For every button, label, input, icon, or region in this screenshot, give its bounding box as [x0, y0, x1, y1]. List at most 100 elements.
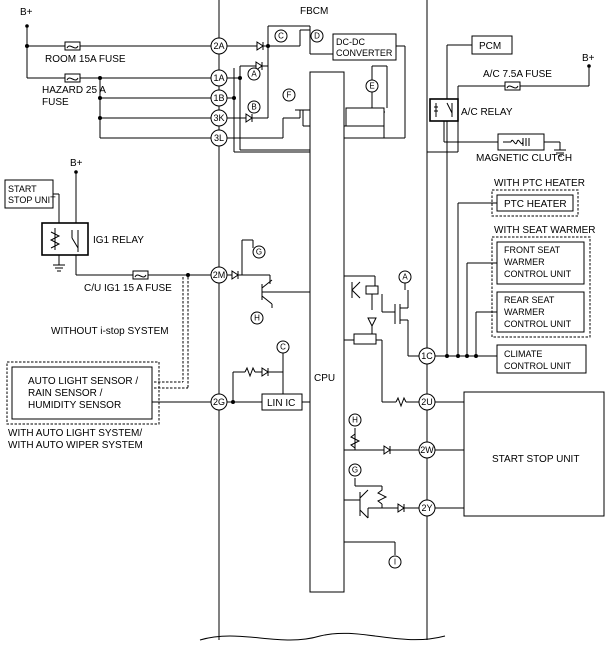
magnetic-clutch: MAGNETIC CLUTCH — [476, 133, 572, 164]
marker-E: E — [365, 79, 379, 93]
b-plus-mid-label: B+ — [70, 158, 83, 169]
ac-relay: A/C RELAY B+ A/C 7.5A FUSE — [427, 53, 595, 153]
with-seat-warmer-label: WITH SEAT WARMER — [494, 225, 595, 236]
start-stop-small-label-1: START — [8, 184, 37, 194]
marker-G-mid: G — [252, 245, 266, 259]
pin-3L: 3L — [210, 129, 228, 147]
marker-I: I — [388, 555, 402, 569]
b-plus-label: B+ — [20, 7, 33, 18]
svg-text:2U: 2U — [421, 397, 433, 407]
pin-2A: 2A — [210, 37, 228, 55]
climate-label-1: CLIMATE — [504, 349, 542, 359]
marker-C-mid: C — [276, 340, 290, 354]
marker-C-top: C — [274, 29, 288, 43]
room-fuse-label: ROOM 15A FUSE — [45, 54, 126, 65]
svg-text:3K: 3K — [213, 113, 224, 123]
pin-1C: 1C — [418, 347, 436, 365]
svg-text:B: B — [251, 103, 256, 112]
svg-text:A: A — [251, 70, 257, 79]
ac-relay-label: A/C RELAY — [461, 107, 513, 118]
room-fuse: ROOM 15A FUSE — [45, 41, 126, 65]
lower-internal-wiring — [344, 428, 419, 555]
middle-internal-wiring — [227, 239, 310, 404]
pin-1A: 1A — [210, 69, 228, 87]
auto-light-sensor-group: AUTO LIGHT SENSOR / RAIN SENSOR / HUMIDI… — [6, 361, 211, 451]
pin-2M: 2M — [210, 266, 228, 284]
magnetic-clutch-label: MAGNETIC CLUTCH — [476, 153, 572, 164]
lin-ic-label: LIN IC — [267, 398, 295, 409]
rear-seat-label-3: CONTROL UNIT — [504, 319, 572, 329]
ig1-relay-label: IG1 RELAY — [93, 235, 144, 246]
marker-H-low: H — [348, 413, 362, 427]
svg-text:A: A — [402, 273, 408, 282]
fbcm-title: FBCM — [300, 6, 328, 17]
without-istop-label: WITHOUT i-stop SYSTEM — [51, 326, 169, 337]
marker-A-upper: A — [247, 67, 261, 81]
front-seat-label-2: WARMER — [504, 257, 545, 267]
pin-2W: 2W — [418, 441, 436, 459]
svg-text:D: D — [314, 32, 320, 41]
start-stop-unit: START STOP UNIT — [435, 391, 605, 517]
dcdc-label-2: CONVERTER — [336, 48, 393, 58]
hazard-fuse-label-2: FUSE — [42, 97, 69, 108]
seat-warmer-group: WITH SEAT WARMER FRONT SEAT WARMER CONTR… — [467, 225, 595, 338]
svg-text:2W: 2W — [420, 445, 434, 455]
front-seat-label-3: CONTROL UNIT — [504, 269, 572, 279]
ptc-heater-group: WITH PTC HEATER PTC HEATER — [458, 178, 585, 217]
sensor-label-2: RAIN SENSOR / — [28, 388, 103, 399]
svg-text:2M: 2M — [213, 270, 226, 280]
pin-2Y: 2Y — [418, 499, 436, 517]
cpu-block: CPU — [309, 71, 345, 593]
pcm-label: PCM — [479, 41, 501, 52]
ac-fuse-label: A/C 7.5A FUSE — [483, 69, 552, 80]
hazard-fuse: HAZARD 25 A FUSE — [42, 73, 106, 108]
svg-text:2G: 2G — [213, 397, 225, 407]
start-stop-unit-small: START STOP UNIT — [4, 179, 60, 223]
cpu-label: CPU — [314, 373, 335, 384]
hazard-fuse-label-1: HAZARD 25 A — [42, 85, 106, 96]
start-stop-small-label-2: STOP UNIT — [8, 195, 56, 205]
marker-B-upper: B — [247, 100, 261, 114]
rear-seat-label-1: REAR SEAT — [504, 295, 555, 305]
svg-text:G: G — [256, 248, 262, 257]
with-auto-label-2: WITH AUTO WIPER SYSTEM — [8, 440, 143, 451]
hazard-branches — [98, 76, 211, 139]
front-seat-label-1: FRONT SEAT — [504, 245, 561, 255]
fbcm-module: FBCM — [199, 0, 446, 641]
dcdc-label-1: DC-DC — [336, 37, 365, 47]
pin-2G: 2G — [210, 393, 228, 411]
pcm-block: PCM — [446, 35, 513, 99]
climate-control-unit: CLIMATE CONTROL UNIT — [496, 344, 587, 374]
svg-text:1B: 1B — [213, 93, 224, 103]
lin-ic: LIN IC — [261, 393, 303, 411]
cu-ig1-fuse-label: C/U IG1 15 A FUSE — [84, 283, 172, 294]
svg-text:C: C — [278, 32, 284, 41]
svg-text:I: I — [394, 558, 396, 567]
svg-text:1A: 1A — [213, 73, 224, 83]
marker-G-low: G — [348, 463, 362, 477]
marker-D-top: D — [310, 29, 324, 43]
battery-supply-top: B+ — [20, 7, 211, 79]
marker-F: F — [282, 88, 296, 102]
ptc-heater-label: PTC HEATER — [504, 199, 567, 210]
svg-text:G: G — [352, 466, 358, 475]
svg-text:H: H — [352, 416, 358, 425]
with-auto-label-1: WITH AUTO LIGHT SYSTEM/ — [8, 428, 142, 439]
right-internal-wiring — [344, 275, 419, 408]
pin-1C-bus — [435, 121, 497, 358]
ig1-relay: IG1 RELAY B+ C/U IG1 15 A FUSE — [41, 158, 211, 294]
pin-1B: 1B — [210, 89, 228, 107]
climate-label-2: CONTROL UNIT — [504, 361, 572, 371]
with-ptc-heater-label: WITH PTC HEATER — [494, 178, 585, 189]
svg-text:H: H — [254, 314, 260, 323]
svg-text:3L: 3L — [214, 133, 224, 143]
dcdc-converter: DC-DC CONVERTER — [310, 33, 406, 139]
rear-seat-label-2: WARMER — [504, 307, 545, 317]
svg-text:1C: 1C — [421, 351, 433, 361]
pin-2U: 2U — [418, 393, 436, 411]
marker-A-right: A — [398, 270, 412, 284]
svg-text:2Y: 2Y — [421, 503, 432, 513]
svg-text:C: C — [280, 343, 286, 352]
marker-H-mid: H — [250, 311, 264, 325]
